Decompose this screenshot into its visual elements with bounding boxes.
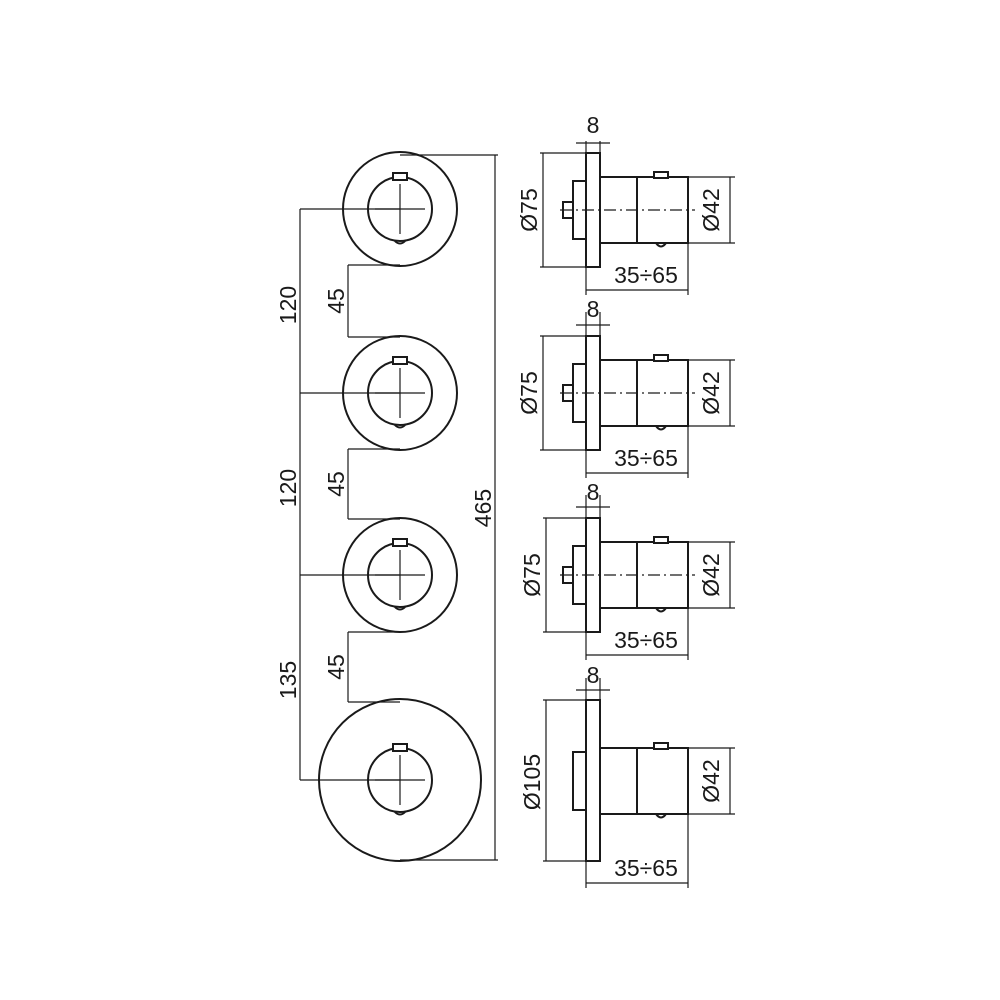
plate-thickness-label: 8	[587, 112, 600, 138]
side-view-2: 8 Ø75 Ø42 35÷65	[516, 296, 735, 478]
knob-diameter-label: Ø42	[698, 759, 724, 802]
knob-diameter-label: Ø42	[698, 553, 724, 596]
depth-range-label: 35÷65	[614, 262, 678, 288]
depth-range-label: 35÷65	[614, 627, 678, 653]
depth-range-label: 35÷65	[614, 855, 678, 881]
gap-2-label: 45	[323, 471, 349, 497]
spacing-2-label: 120	[275, 469, 301, 507]
plate-thickness-label: 8	[587, 296, 600, 322]
side-view-1: 8 Ø75 Ø42 35÷65	[516, 112, 735, 295]
plate-diameter-label: Ø75	[516, 371, 542, 414]
side-view-3: 8 Ø75 Ø42 35÷65	[519, 479, 735, 660]
plate-diameter-label: Ø75	[519, 553, 545, 596]
side-views: 8 Ø75 Ø42 35÷65	[516, 112, 735, 888]
spacing-dimensions: 120 120 135	[275, 208, 400, 781]
rosette-2	[342, 335, 458, 451]
knob-diameter-label: Ø42	[698, 188, 724, 231]
spacing-1-label: 120	[275, 286, 301, 324]
plate-diameter-label: Ø105	[519, 754, 545, 810]
spacing-3-label: 135	[275, 661, 301, 699]
front-view: 465 120 120 135 45 45 45	[275, 151, 498, 862]
gap-1-label: 45	[323, 288, 349, 314]
rosette-1	[342, 151, 458, 267]
overall-height-dimension: 465	[400, 154, 498, 861]
overall-height-label: 465	[470, 489, 496, 527]
rosette-3	[342, 517, 458, 633]
side-view-4: 8 Ø105 Ø42 35÷65	[519, 662, 735, 888]
depth-range-label: 35÷65	[614, 445, 678, 471]
plate-thickness-label: 8	[587, 662, 600, 688]
gap-dimensions: 45 45 45	[323, 264, 400, 703]
plate-thickness-label: 8	[587, 479, 600, 505]
gap-3-label: 45	[323, 654, 349, 680]
rosette-4	[318, 698, 482, 862]
plate-diameter-label: Ø75	[516, 188, 542, 231]
knob-diameter-label: Ø42	[698, 371, 724, 414]
